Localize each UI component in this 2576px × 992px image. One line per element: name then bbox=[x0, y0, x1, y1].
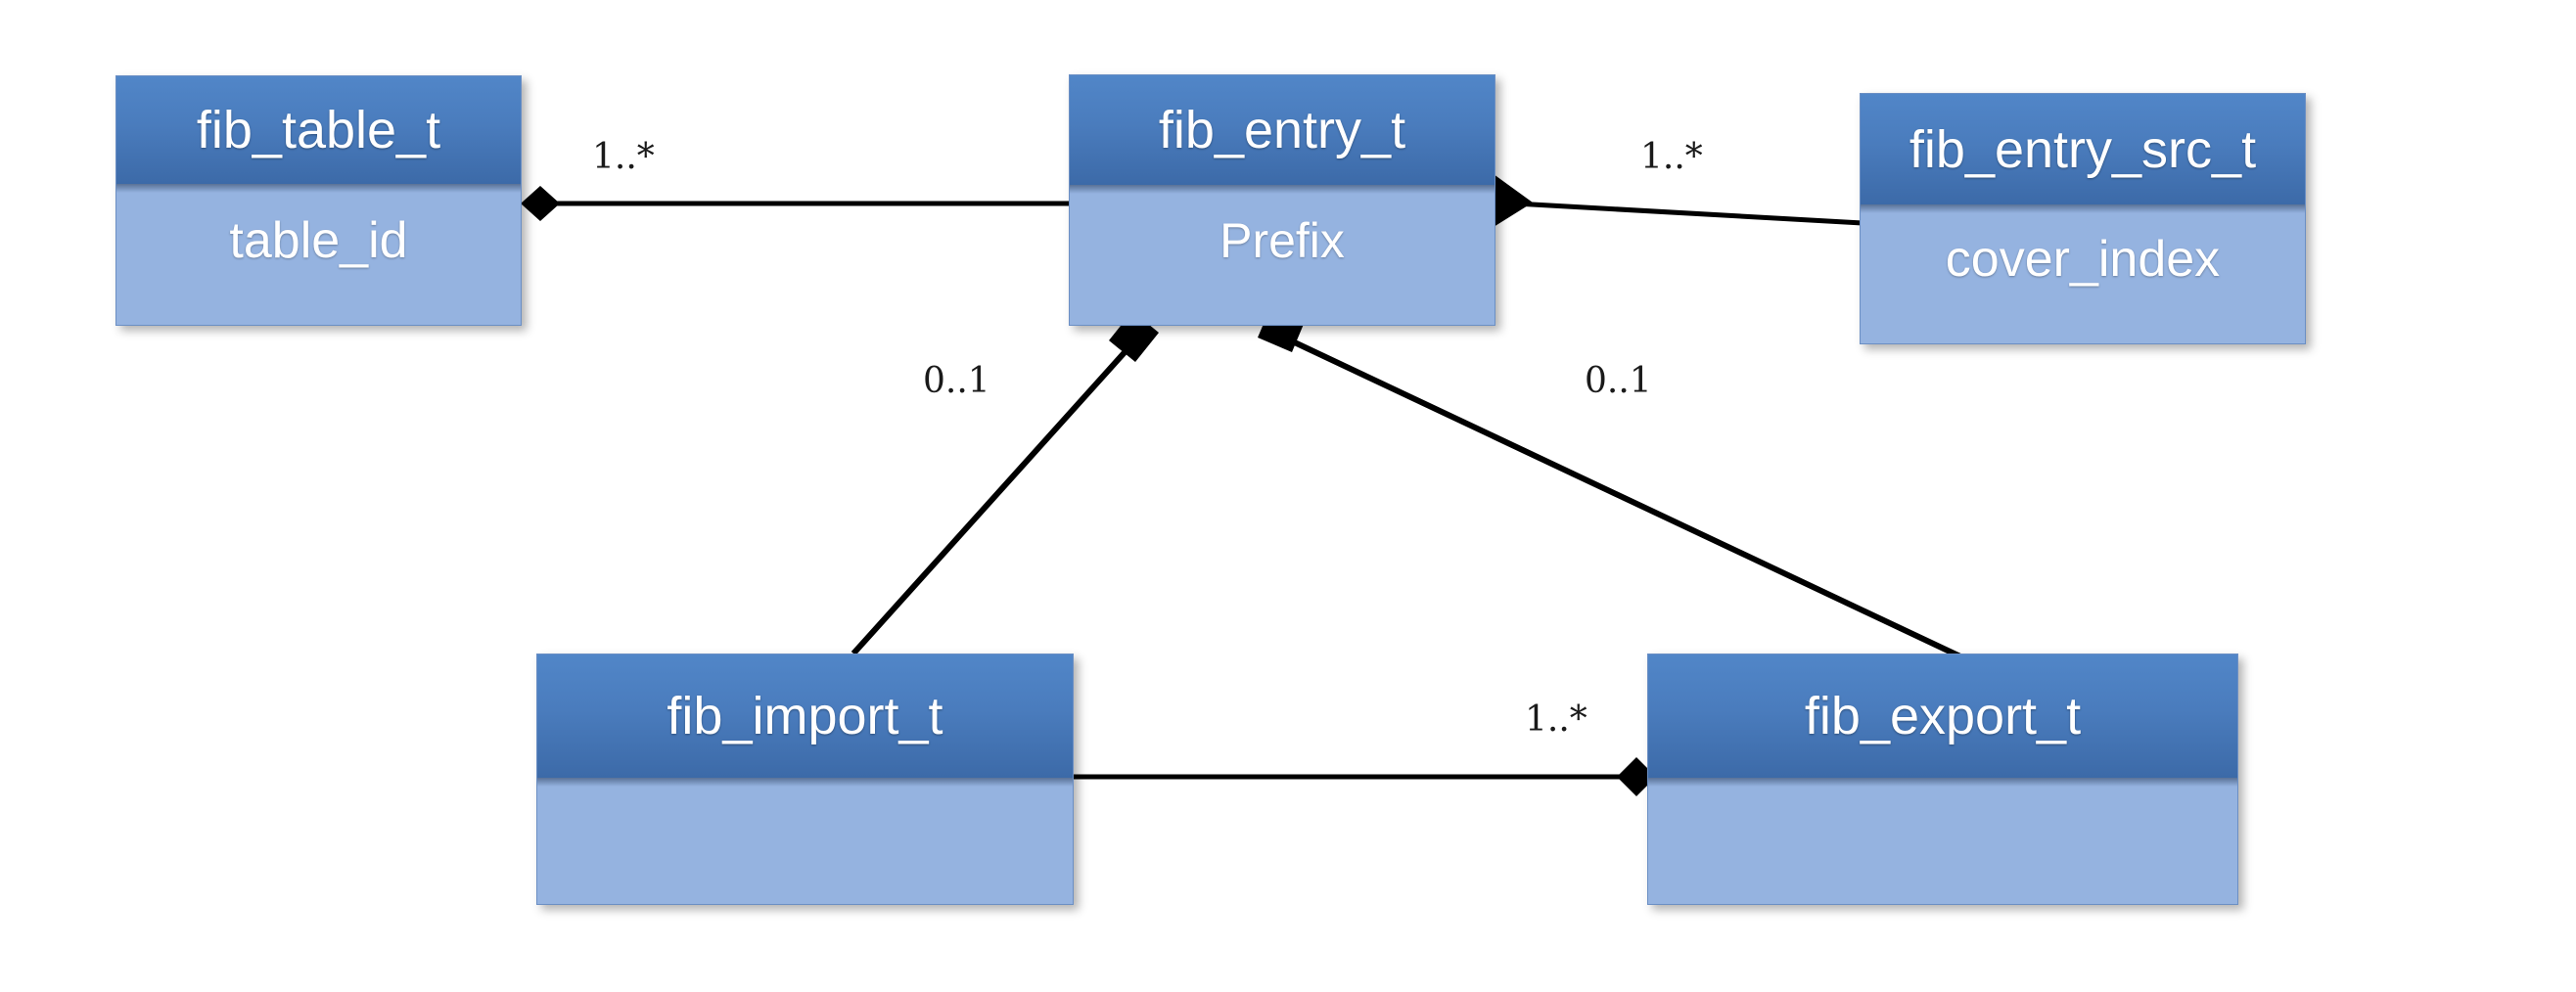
class-header-fib-export-t: fib_export_t bbox=[1648, 654, 2237, 778]
link-entry-to-import bbox=[851, 338, 1138, 656]
class-header-fib-entry-src-t: fib_entry_src_t bbox=[1861, 94, 2305, 204]
multiplicity-entry-to-import: 0..1 bbox=[923, 361, 990, 401]
class-header-fib-import-t: fib_import_t bbox=[537, 654, 1073, 778]
arrow-marker-entry-end bbox=[1494, 174, 1533, 227]
link-entry-to-export bbox=[1280, 334, 1964, 660]
class-body-fib-table-t: table_id bbox=[116, 184, 521, 325]
class-name-fib-entry-t: fib_entry_t bbox=[1158, 101, 1406, 159]
class-box-fib-entry-t[interactable]: fib_entry_t Prefix bbox=[1069, 74, 1495, 326]
multiplicity-entry-to-entry-src: 1..* bbox=[1640, 137, 1703, 177]
class-name-fib-entry-src-t: fib_entry_src_t bbox=[1909, 119, 2257, 179]
class-attribute-fib-table-t: table_id bbox=[229, 212, 408, 269]
multiplicity-entry-to-export: 0..1 bbox=[1585, 361, 1652, 401]
class-name-fib-export-t: fib_export_t bbox=[1804, 687, 2082, 745]
link-entry-to-entry-src bbox=[1496, 200, 1863, 226]
class-box-fib-import-t[interactable]: fib_import_t bbox=[536, 654, 1074, 905]
class-header-fib-entry-t: fib_entry_t bbox=[1070, 75, 1495, 185]
multiplicity-table-to-entry: 1..* bbox=[592, 137, 655, 177]
class-box-fib-export-t[interactable]: fib_export_t bbox=[1647, 654, 2238, 905]
class-attribute-fib-entry-src-t: cover_index bbox=[1945, 231, 2221, 288]
class-body-fib-entry-t: Prefix bbox=[1070, 185, 1495, 325]
diamond-marker-table-end bbox=[521, 186, 560, 221]
class-name-fib-import-t: fib_import_t bbox=[667, 687, 943, 745]
class-attribute-fib-entry-t: Prefix bbox=[1219, 212, 1345, 268]
multiplicity-import-to-export: 1..* bbox=[1525, 699, 1587, 740]
class-body-fib-entry-src-t: cover_index bbox=[1861, 204, 2305, 343]
class-header-fib-table-t: fib_table_t bbox=[116, 76, 521, 184]
class-box-fib-entry-src-t[interactable]: fib_entry_src_t cover_index bbox=[1860, 93, 2306, 344]
class-body-fib-import-t bbox=[537, 778, 1073, 904]
class-body-fib-export-t bbox=[1648, 778, 2237, 904]
diamond-marker-export-end bbox=[1617, 757, 1656, 796]
class-box-fib-table-t[interactable]: fib_table_t table_id bbox=[115, 75, 522, 326]
class-name-fib-table-t: fib_table_t bbox=[196, 101, 441, 159]
